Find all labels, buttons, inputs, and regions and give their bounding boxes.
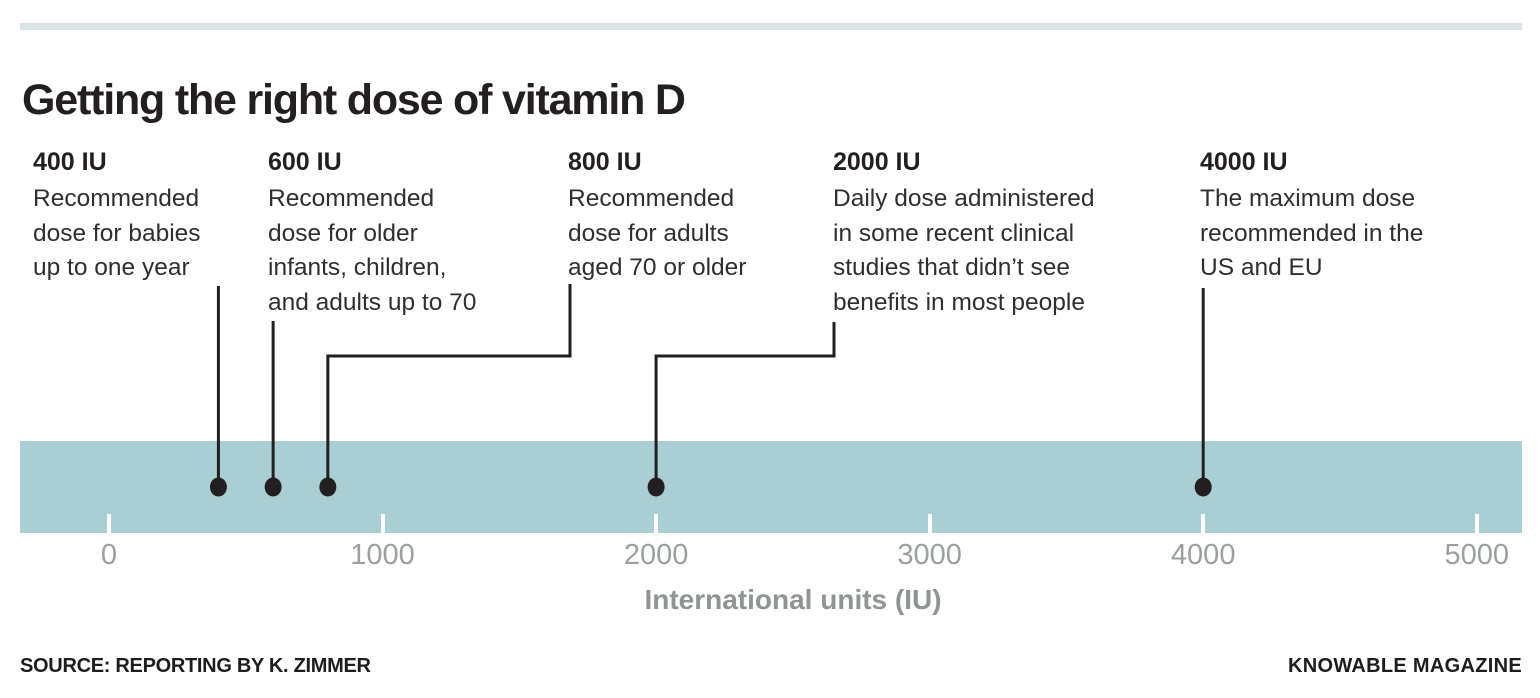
- axis-tick-mark-1000: [380, 514, 385, 533]
- dose-label: 400 IU: [33, 148, 107, 176]
- axis-tick-mark-3000: [927, 514, 932, 533]
- axis-tick-label-3000: 3000: [897, 539, 962, 571]
- dose-label: 600 IU: [268, 148, 342, 176]
- axis-tick-label-4000: 4000: [1170, 539, 1236, 571]
- axis-tick-mark-2000: [654, 514, 659, 533]
- dose-label: 800 IU: [568, 148, 642, 176]
- dose-description: Recommended dose for older infants, chil…: [268, 185, 477, 316]
- axis-tick-label-5000: 5000: [1444, 539, 1510, 571]
- page-title: Getting the right dose of vitamin D: [22, 75, 686, 124]
- dose-description: Daily dose administered in some recent c…: [833, 185, 1095, 316]
- dose-description: Recommended dose for adults aged 70 or o…: [568, 185, 747, 281]
- top-accent-bar: [20, 23, 1522, 30]
- dose-label: 4000 IU: [1200, 148, 1288, 176]
- annotation-600iu: 600 IU Recommended dose for older infant…: [268, 145, 548, 320]
- annotation-400iu: 400 IU Recommended dose for babies up to…: [33, 145, 268, 286]
- axis-tick-mark-4000: [1201, 514, 1206, 533]
- axis-tick-mark-0: [107, 514, 111, 533]
- x-axis-title: International units (IU): [644, 584, 942, 615]
- dose-description: Recommended dose for babies up to one ye…: [33, 185, 201, 281]
- axis-tick-mark-5000: [1474, 514, 1479, 533]
- dose-scale-band: [20, 441, 1522, 533]
- annotation-2000iu: 2000 IU Daily dose administered in some …: [833, 145, 1173, 320]
- source-credit: SOURCE: REPORTING BY K. ZIMMER: [20, 655, 371, 677]
- dose-label: 2000 IU: [833, 148, 921, 176]
- annotation-4000iu: 4000 IU The maximum dose recommended in …: [1200, 145, 1500, 286]
- axis-tick-label-0: 0: [100, 539, 118, 571]
- publisher-credit: KNOWABLE MAGAZINE: [1288, 655, 1522, 677]
- axis-tick-label-2000: 2000: [623, 539, 689, 571]
- dose-description: The maximum dose recommended in the US a…: [1200, 185, 1424, 281]
- axis-tick-label-1000: 1000: [350, 539, 415, 571]
- annotation-800iu: 800 IU Recommended dose for adults aged …: [568, 145, 818, 286]
